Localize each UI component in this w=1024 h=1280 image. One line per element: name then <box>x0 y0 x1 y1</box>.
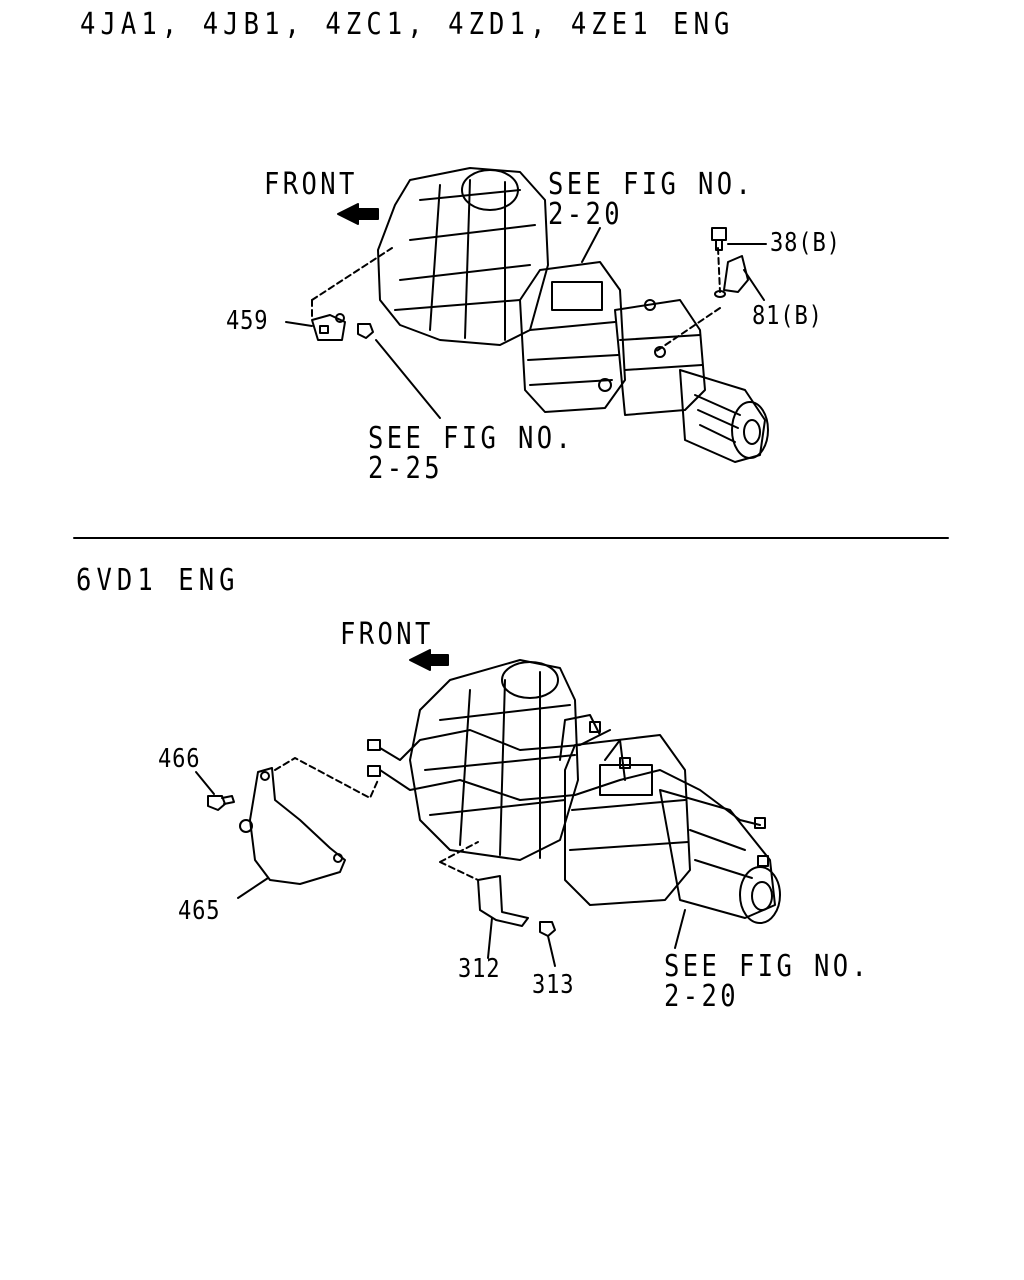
callout-459: 459 <box>226 306 269 336</box>
callout-466: 466 <box>158 744 201 774</box>
callout-465: 465 <box>178 896 221 926</box>
bottom-front-label: FRONT <box>340 617 434 652</box>
bottom-transmission-drawing <box>195 649 781 967</box>
top-front-label: FRONT <box>264 167 358 202</box>
top-transmission-drawing <box>285 167 769 463</box>
top-see-fig-2-20-line2: 2-20 <box>548 197 624 232</box>
callout-312: 312 <box>458 954 501 984</box>
top-section-title: 4JA1, 4JB1, 4ZC1, 4ZD1, 4ZE1 ENG <box>80 7 735 42</box>
top-see-fig-2-20-line1: SEE FIG NO. <box>548 167 755 202</box>
callout-81b: 81(B) <box>752 301 823 331</box>
top-see-fig-2-25-line1: SEE FIG NO. <box>368 421 575 456</box>
top-see-fig-2-25-line2: 2-25 <box>368 451 444 486</box>
bottom-section-title: 6VD1 ENG <box>76 563 240 598</box>
callout-38b: 38(B) <box>770 228 841 258</box>
bottom-see-fig-2-20-line2: 2-20 <box>664 979 740 1014</box>
callout-313: 313 <box>532 970 575 1000</box>
bottom-see-fig-2-20-line1: SEE FIG NO. <box>664 949 871 984</box>
